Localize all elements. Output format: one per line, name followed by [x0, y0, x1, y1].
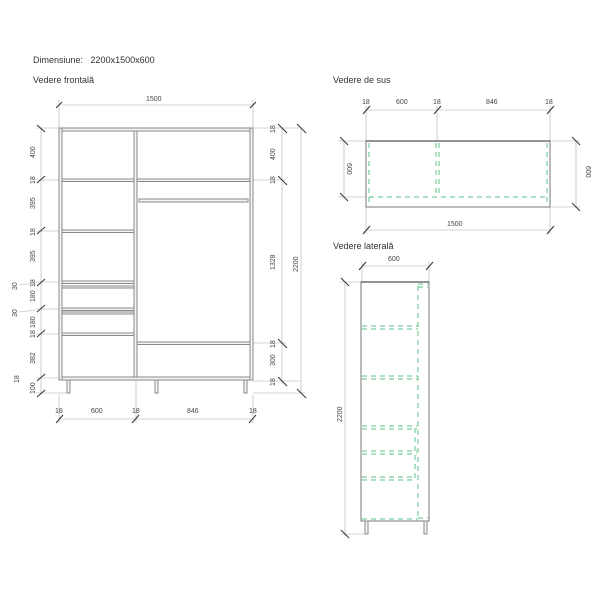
middle-divider — [133, 130, 138, 378]
front-right-dim-18: 18 — [270, 378, 277, 386]
top-dim-600: 600 — [396, 99, 408, 106]
leg-2 — [154, 379, 159, 394]
front-left-dim-395: 395 — [30, 250, 37, 262]
side-view-title: Vedere laterală — [333, 241, 394, 251]
front-bottom-dim-18: 18 — [55, 408, 63, 415]
front-right-dim-18: 18 — [270, 176, 277, 184]
front-left-dim-382: 382 — [30, 352, 37, 364]
front-bottom-dim-846: 846 — [187, 408, 199, 415]
side-view: 600 2200 — [337, 256, 434, 539]
drawer-gap-30-1: 30 — [12, 282, 19, 290]
front-left-dim-18: 18 — [30, 176, 37, 184]
right-shelf-2 — [136, 341, 251, 345]
left-shelf-3 — [61, 332, 135, 336]
front-left-dim-18: 18 — [30, 330, 37, 338]
side-leg-1 — [364, 520, 369, 535]
front-bottom-dim-18: 18 — [249, 408, 257, 415]
front-left-dim-400: 400 — [30, 146, 37, 158]
side-top-depth: 600 — [388, 256, 400, 263]
left-shelf-2 — [61, 229, 135, 233]
drawer-front-2-top — [61, 307, 135, 311]
front-right-dim-1328: 1328 — [270, 254, 277, 270]
top-dim-18: 18 — [433, 99, 441, 106]
front-left-dim-100: 100 — [30, 382, 37, 394]
front-left-dim-180: 180 — [30, 316, 37, 328]
front-total-height: 2200 — [293, 256, 300, 272]
front-view: 1500 — [12, 96, 307, 424]
hanging-rod — [138, 198, 249, 203]
top-view: 18 600 18 846 18 600 600 1500 — [338, 99, 591, 235]
front-right-dim-18: 18 — [270, 340, 277, 348]
top-view-title: Vedere de sus — [333, 75, 391, 85]
drawer-front-1-top — [61, 280, 135, 284]
side-view-outline — [360, 281, 430, 522]
front-left-dim-18-bottom: 18 — [14, 375, 21, 383]
side-leg-2 — [423, 520, 428, 535]
leg-1 — [66, 379, 71, 394]
front-top-width: 1500 — [146, 96, 162, 103]
drawer-front-1-bottom — [61, 285, 135, 289]
front-right-dim-400: 400 — [270, 148, 277, 160]
left-side-panel — [58, 127, 63, 381]
front-bottom-dim-18: 18 — [132, 408, 140, 415]
front-left-dim-180: 180 — [30, 290, 37, 302]
dimensions-value: 2200x1500x600 — [90, 55, 155, 65]
top-dim-18: 18 — [362, 99, 370, 106]
top-left-depth: 600 — [345, 163, 352, 175]
dimensions-label: Dimensiune: 2200x1500x600 — [33, 55, 155, 65]
right-shelf-1 — [136, 178, 251, 182]
front-right-dim-18: 18 — [270, 125, 277, 133]
front-left-dim-395: 395 — [30, 197, 37, 209]
top-bottom-width: 1500 — [447, 221, 463, 228]
top-dim-18: 18 — [545, 99, 553, 106]
top-panel — [58, 127, 254, 132]
right-side-panel — [249, 127, 254, 381]
dimensions-key: Dimensiune: — [33, 55, 84, 65]
left-shelf-1 — [61, 178, 135, 182]
top-dim-846: 846 — [486, 99, 498, 106]
front-left-dim-18: 18 — [30, 228, 37, 236]
leg-3 — [243, 379, 248, 394]
front-right-dim-300: 300 — [270, 354, 277, 366]
side-height: 2200 — [337, 406, 344, 422]
drawer-front-2-bottom — [61, 311, 135, 315]
front-bottom-dim-600: 600 — [91, 408, 103, 415]
front-view-title: Vedere frontală — [33, 75, 95, 85]
top-right-depth: 600 — [584, 166, 591, 178]
drawer-gap-30-2: 30 — [12, 309, 19, 317]
